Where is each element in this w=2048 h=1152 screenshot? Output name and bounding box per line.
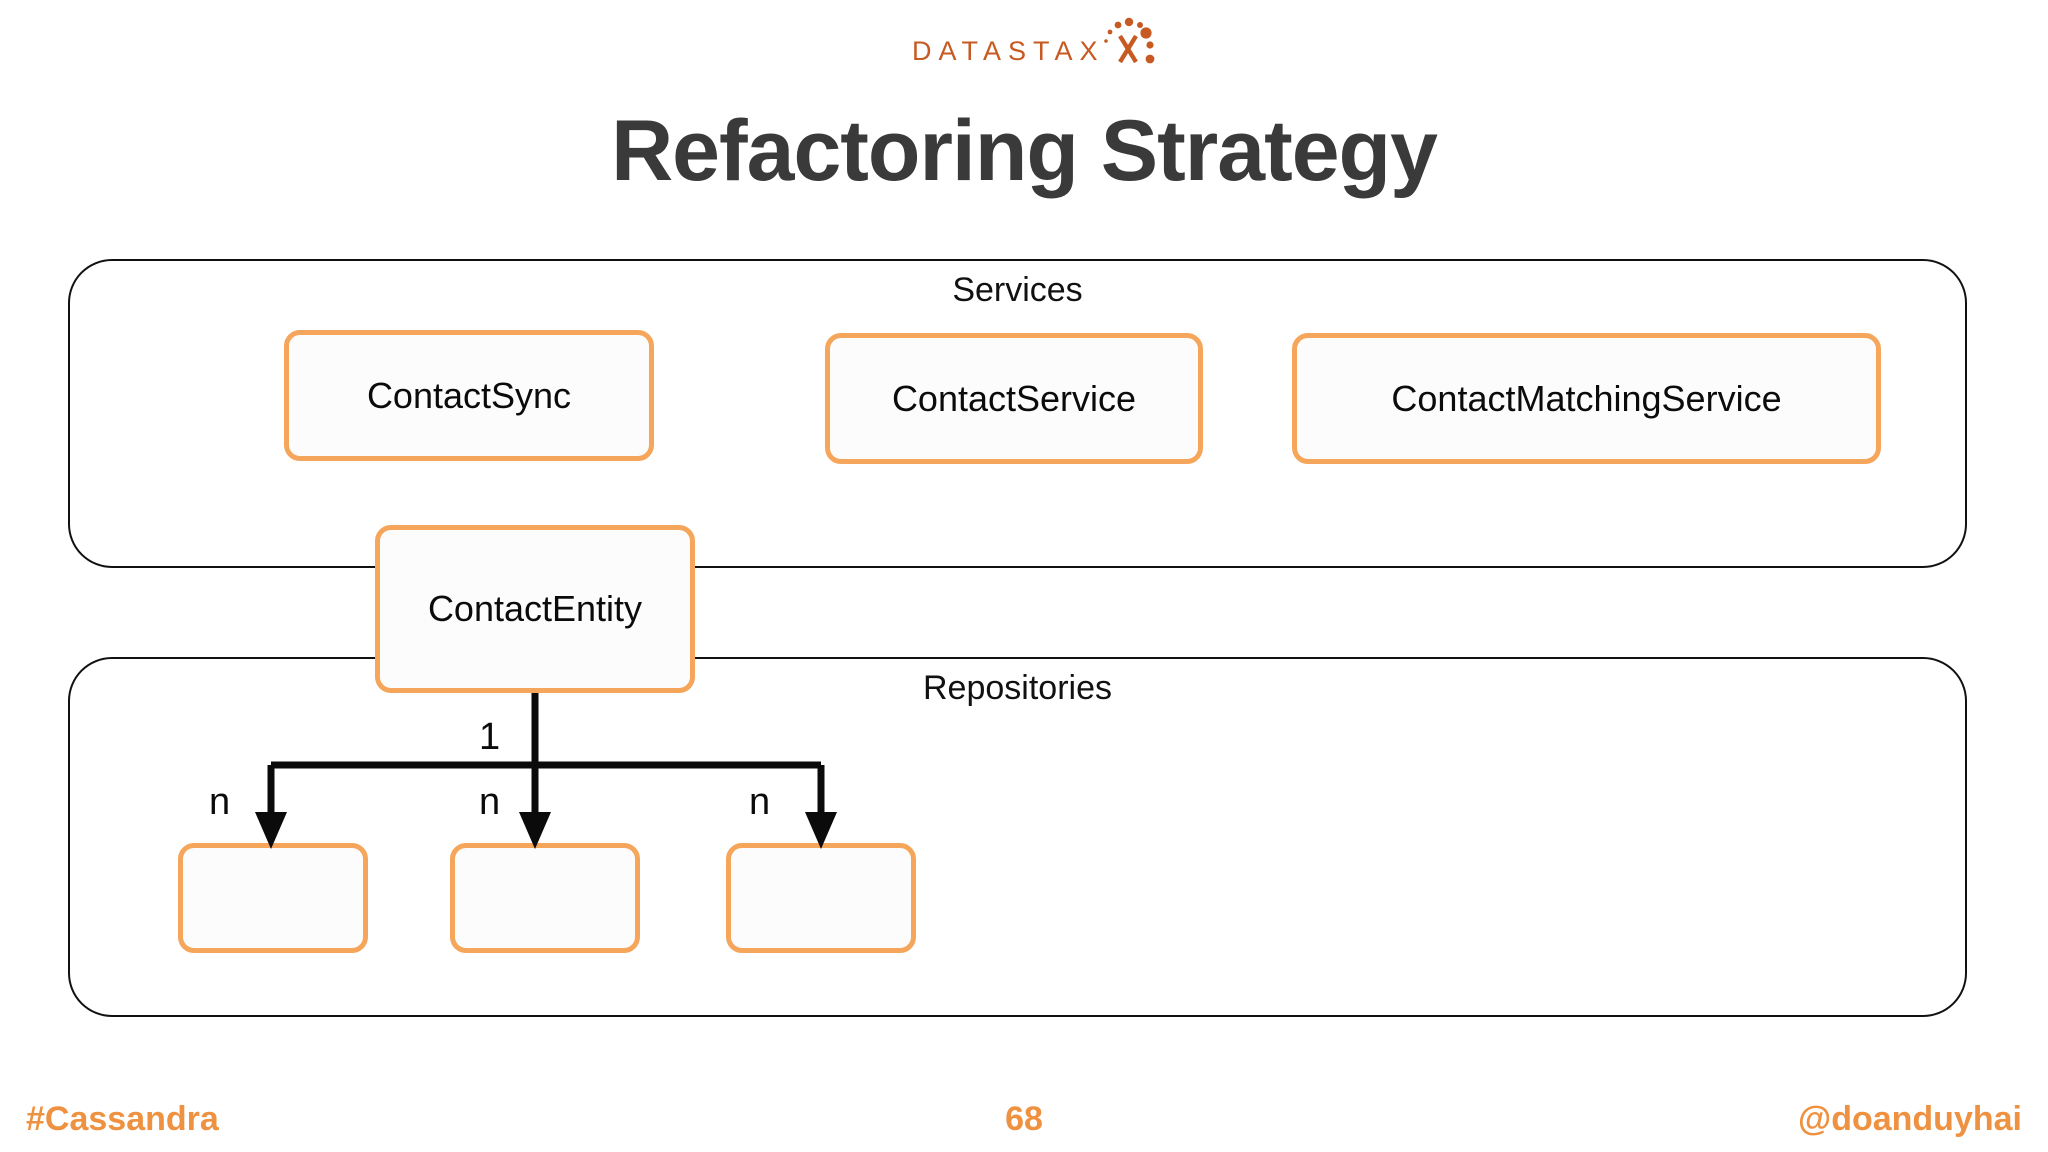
repositories-container — [68, 657, 1967, 1017]
node-contactmatchingservice-label: ContactMatchingService — [1391, 377, 1782, 419]
node-contactservice[interactable]: ContactService — [825, 333, 1203, 464]
node-contactservice-label: ContactService — [891, 377, 1137, 419]
node-repository-3[interactable] — [726, 843, 916, 953]
multiplicity-target-3: n — [749, 781, 771, 823]
node-contactentity[interactable]: ContactEntity — [375, 525, 695, 693]
services-container — [68, 259, 1967, 568]
node-contactsync-label: ContactSync — [366, 374, 572, 416]
repositories-container-label: Repositories — [923, 669, 1112, 707]
datastax-wordmark: DATASTAX — [912, 36, 1105, 66]
datastax-swirl-icon — [1104, 17, 1155, 64]
footer-hashtag: #Cassandra — [26, 1100, 219, 1138]
multiplicity-source: 1 — [479, 716, 501, 758]
services-container-label: Services — [952, 271, 1083, 309]
slide-title: Refactoring Strategy — [611, 103, 1438, 199]
node-contactmatchingservice[interactable]: ContactMatchingService — [1292, 333, 1881, 464]
datastax-logo: DATASTAX — [912, 16, 1162, 72]
node-contactsync[interactable]: ContactSync — [284, 330, 654, 461]
node-repository-1[interactable] — [178, 843, 368, 953]
node-contactentity-label: ContactEntity — [427, 588, 643, 629]
footer-page-number: 68 — [1005, 1100, 1043, 1138]
multiplicity-target-2: n — [479, 781, 501, 823]
footer-handle: @doanduyhai — [1798, 1100, 2022, 1138]
multiplicity-target-1: n — [209, 781, 231, 823]
node-repository-2[interactable] — [450, 843, 640, 953]
